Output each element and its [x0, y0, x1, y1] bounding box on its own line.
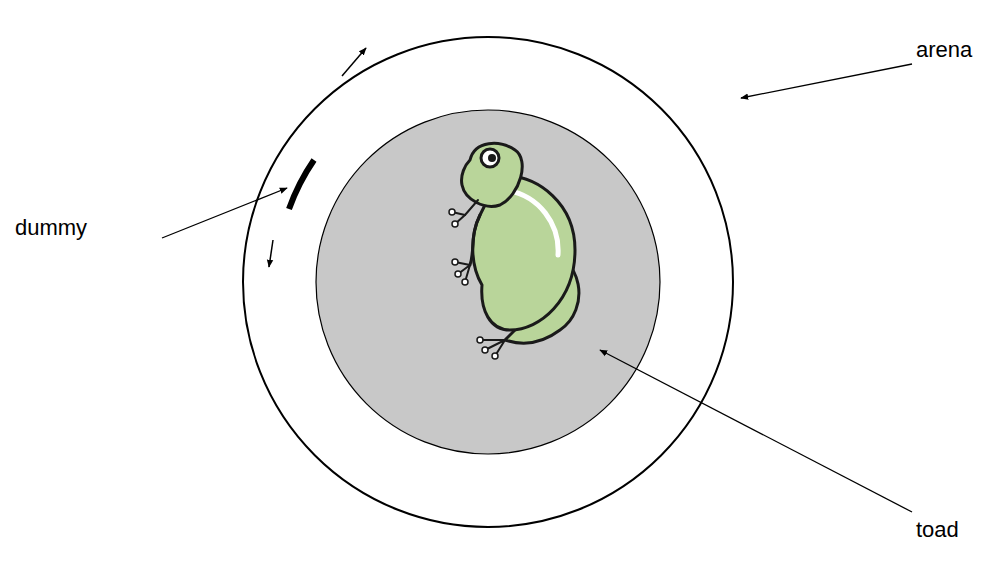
part-label: dummy — [15, 216, 87, 240]
arena-outline — [243, 37, 733, 527]
leader-line — [741, 64, 912, 98]
inner-floor — [316, 110, 660, 454]
part-label: arena — [916, 38, 972, 62]
motion-arrow — [342, 48, 366, 76]
dummy-arc — [289, 160, 314, 209]
leader-line — [600, 350, 912, 512]
motion-arrow — [269, 240, 273, 267]
part-label: toad — [916, 518, 959, 542]
toad-picture — [449, 143, 579, 359]
leader-line — [162, 188, 287, 238]
